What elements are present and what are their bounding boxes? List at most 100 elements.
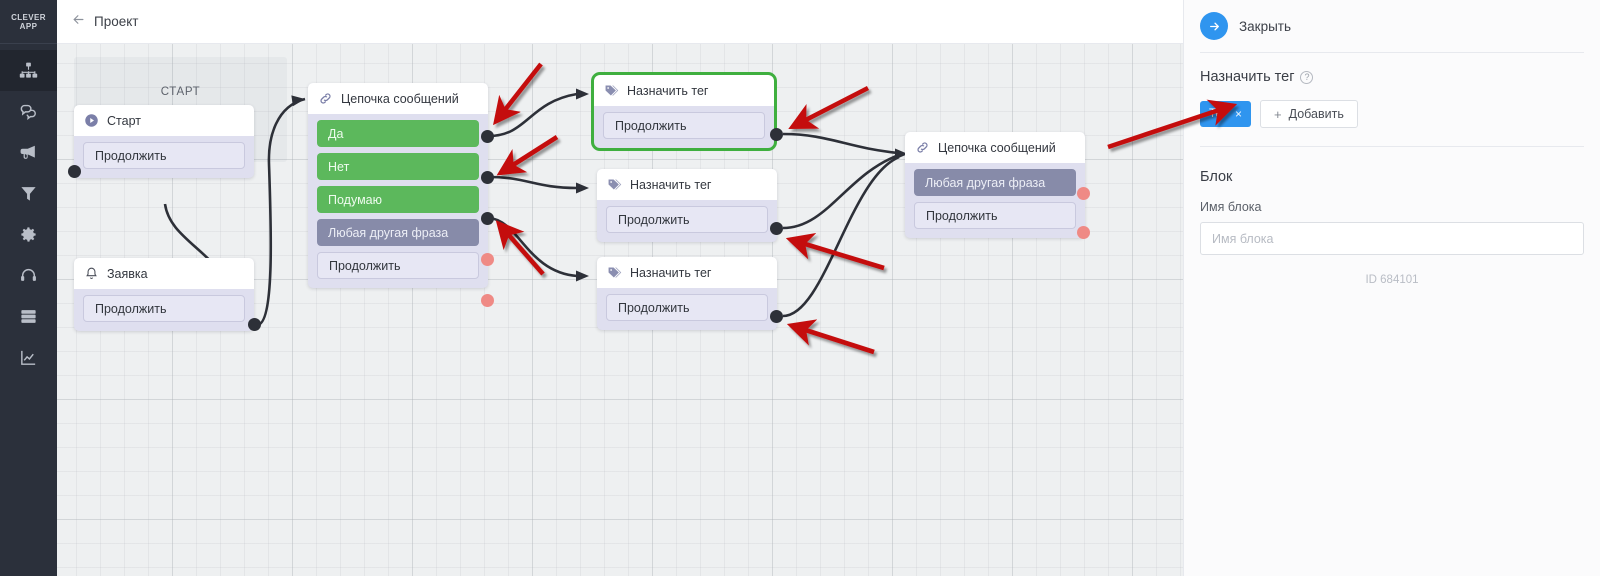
sidebar-item-flow-builder[interactable] <box>0 50 57 91</box>
node-message-chain-1-body: Да Нет Подумаю Любая другая фраза Продол… <box>308 114 488 288</box>
app-logo[interactable]: CLEVER APP <box>0 0 57 44</box>
node-assign-tag-2-title: Назначить тег <box>630 177 712 192</box>
megaphone-icon <box>19 143 38 162</box>
play-circle-icon <box>84 113 99 128</box>
node-request-title: Заявка <box>107 266 148 281</box>
back-button[interactable] <box>65 9 91 35</box>
port-dot-assign-tag-2[interactable] <box>770 222 783 235</box>
port-dot-assign-tag-1[interactable] <box>770 128 783 141</box>
node-assign-tag-2[interactable]: Назначить тег Продолжить <box>597 169 777 242</box>
sidebar-item-segments[interactable] <box>0 173 57 214</box>
close-panel-label: Закрыть <box>1239 18 1291 34</box>
port-continue[interactable]: Продолжить <box>317 252 479 279</box>
block-section-title: Блок <box>1200 169 1233 185</box>
port-label: Продолжить <box>926 208 998 223</box>
sitemap-icon <box>19 61 38 80</box>
node-request-port-continue[interactable]: Продолжить <box>83 295 245 322</box>
tag-chip[interactable]: Тег × <box>1200 101 1251 127</box>
node-start-port-continue[interactable]: Продолжить <box>83 142 245 169</box>
top-bar: Проект <box>57 0 1183 44</box>
node-request[interactable]: Заявка Продолжить <box>74 258 254 331</box>
sidebar-item-database[interactable] <box>0 296 57 337</box>
flow-canvas[interactable]: СТАРТ <box>57 44 1183 576</box>
close-icon[interactable]: × <box>1234 107 1242 121</box>
sidebar-item-analytics[interactable] <box>0 337 57 378</box>
port-dot-yes[interactable] <box>481 130 494 143</box>
node-start[interactable]: Старт Продолжить <box>74 105 254 178</box>
page-title: Проект <box>94 14 139 29</box>
node-request-header: Заявка <box>74 258 254 289</box>
node-assign-tag-3-port-continue[interactable]: Продолжить <box>606 294 768 321</box>
port-dot-maybe[interactable] <box>481 212 494 225</box>
node-assign-tag-3[interactable]: Назначить тег Продолжить <box>597 257 777 330</box>
sidebar-item-broadcasts[interactable] <box>0 132 57 173</box>
node-assign-tag-2-body: Продолжить <box>597 200 777 242</box>
node-assign-tag-1-header: Назначить тег <box>594 75 774 106</box>
sidebar-item-support[interactable] <box>0 255 57 296</box>
node-assign-tag-1-title: Назначить тег <box>627 83 709 98</box>
node-assign-tag-1-port-continue[interactable]: Продолжить <box>603 112 765 139</box>
add-tag-button[interactable]: + Добавить <box>1260 100 1358 128</box>
port-label: Продолжить <box>615 118 687 133</box>
node-start-body: Продолжить <box>74 136 254 178</box>
port-any-other-phrase[interactable]: Любая другая фраза <box>317 219 479 246</box>
node-assign-tag-1[interactable]: Назначить тег Продолжить <box>591 72 777 151</box>
node-assign-tag-3-title: Назначить тег <box>630 265 712 280</box>
port-no[interactable]: Нет <box>317 153 479 180</box>
bell-icon <box>84 266 99 281</box>
server-icon <box>19 307 38 326</box>
node-assign-tag-2-port-continue[interactable]: Продолжить <box>606 206 768 233</box>
node-message-chain-2[interactable]: Цепочка сообщений Любая другая фраза Про… <box>905 132 1085 238</box>
gear-icon <box>19 225 38 244</box>
port-label: Любая другая фраза <box>328 225 449 240</box>
port-dot-request-continue[interactable] <box>248 318 261 331</box>
logo-line-1: CLEVER <box>11 12 46 22</box>
node-message-chain-2-title: Цепочка сообщений <box>938 140 1056 155</box>
node-message-chain-2-port-continue[interactable]: Продолжить <box>914 202 1076 229</box>
sidebar-item-settings[interactable] <box>0 214 57 255</box>
node-message-chain-1-header: Цепочка сообщений <box>308 83 488 114</box>
question-mark-icon[interactable]: ? <box>1300 70 1314 84</box>
node-assign-tag-1-body: Продолжить <box>594 106 774 148</box>
port-maybe[interactable]: Подумаю <box>317 186 479 213</box>
arrow-left-icon <box>71 12 86 32</box>
port-dot-no[interactable] <box>481 171 494 184</box>
port-dot-chain2-any-other-phrase[interactable] <box>1077 187 1090 200</box>
port-label: Любая другая фраза <box>925 175 1046 190</box>
start-group-label: СТАРТ <box>160 86 201 98</box>
node-message-chain-2-port-any-other-phrase[interactable]: Любая другая фраза <box>914 169 1076 196</box>
node-message-chain-1[interactable]: Цепочка сообщений Да Нет Подумаю Любая д… <box>308 83 488 288</box>
node-request-body: Продолжить <box>74 289 254 331</box>
port-dot-assign-tag-3[interactable] <box>770 310 783 323</box>
plus-icon: + <box>1274 106 1282 122</box>
node-assign-tag-2-header: Назначить тег <box>597 169 777 200</box>
tag-icon <box>604 83 619 98</box>
node-message-chain-2-body: Любая другая фраза Продолжить <box>905 163 1085 238</box>
port-label: Продолжить <box>618 212 690 227</box>
node-message-chain-2-header: Цепочка сообщений <box>905 132 1085 163</box>
port-dot-start-continue[interactable] <box>68 165 81 178</box>
node-start-header: Старт <box>74 105 254 136</box>
port-label: Продолжить <box>95 148 167 163</box>
node-assign-tag-3-body: Продолжить <box>597 288 777 330</box>
tag-icon <box>607 177 622 192</box>
tag-chip-label: Тег <box>1209 108 1226 120</box>
block-name-input[interactable] <box>1200 222 1584 255</box>
port-label: Подумаю <box>328 192 382 207</box>
tag-icon <box>607 265 622 280</box>
port-dot-any-other-phrase[interactable] <box>481 253 494 266</box>
block-id: ID 684101 <box>1365 274 1419 286</box>
node-message-chain-1-title: Цепочка сообщений <box>341 91 459 106</box>
port-label: Продолжить <box>329 258 401 273</box>
sidebar-item-dialogs[interactable] <box>0 91 57 132</box>
port-dot-chain2-continue[interactable] <box>1077 226 1090 239</box>
close-panel-button[interactable]: Закрыть <box>1200 0 1584 44</box>
port-label: Продолжить <box>618 300 690 315</box>
port-yes[interactable]: Да <box>317 120 479 147</box>
sidebar-nav <box>0 44 57 378</box>
node-assign-tag-3-header: Назначить тег <box>597 257 777 288</box>
right-properties-panel: Закрыть Назначить тег ? Тег × + Добавить… <box>1183 0 1600 576</box>
headset-icon <box>19 266 38 285</box>
tag-row: Тег × + Добавить <box>1200 100 1584 128</box>
port-dot-continue-chain1[interactable] <box>481 294 494 307</box>
